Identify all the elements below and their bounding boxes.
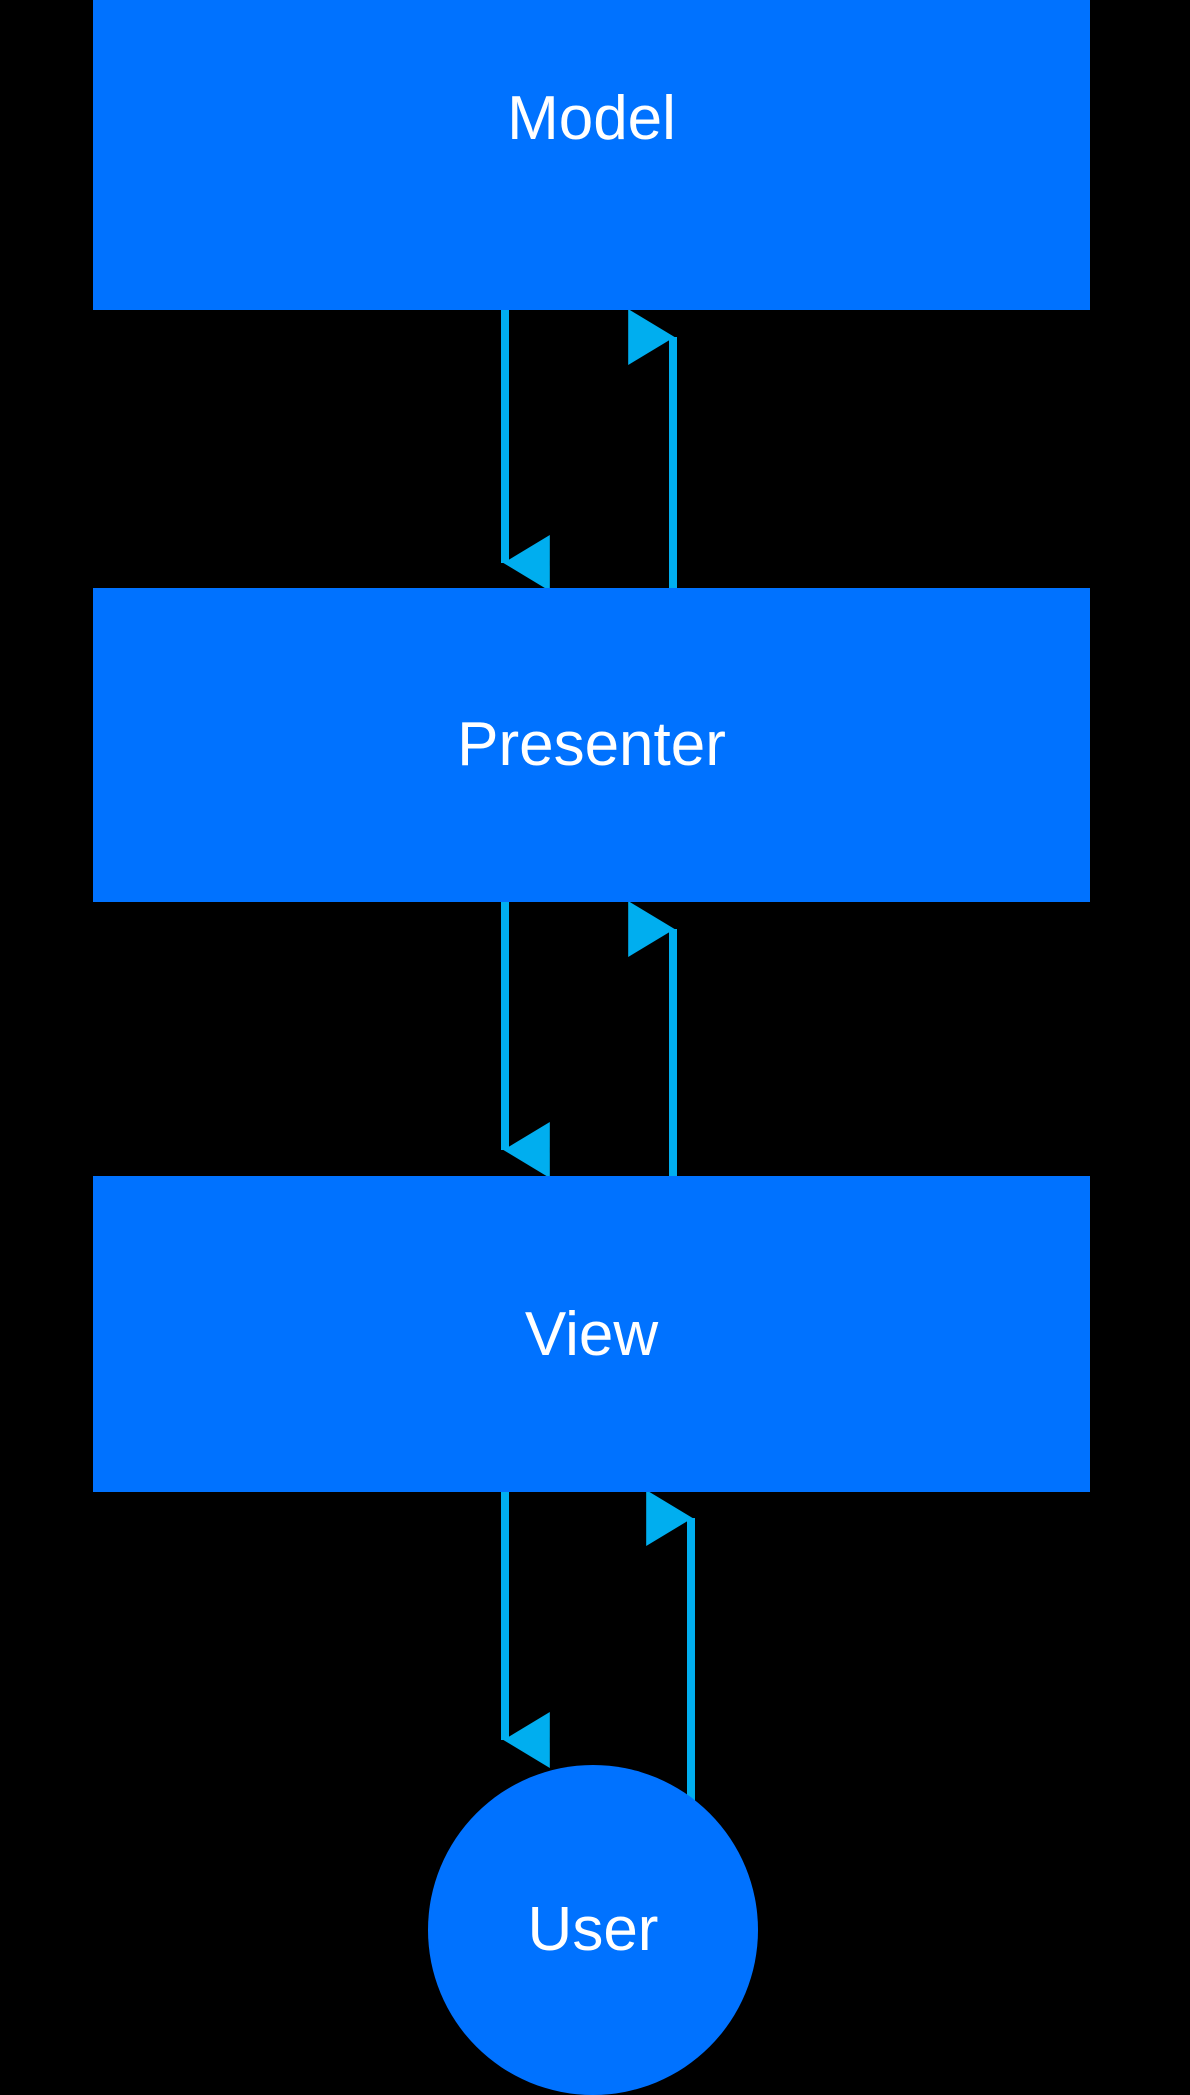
node-user[interactable] xyxy=(428,1765,758,2095)
node-model[interactable] xyxy=(93,0,1090,310)
node-view[interactable] xyxy=(93,1176,1090,1492)
node-presenter[interactable] xyxy=(93,588,1090,902)
